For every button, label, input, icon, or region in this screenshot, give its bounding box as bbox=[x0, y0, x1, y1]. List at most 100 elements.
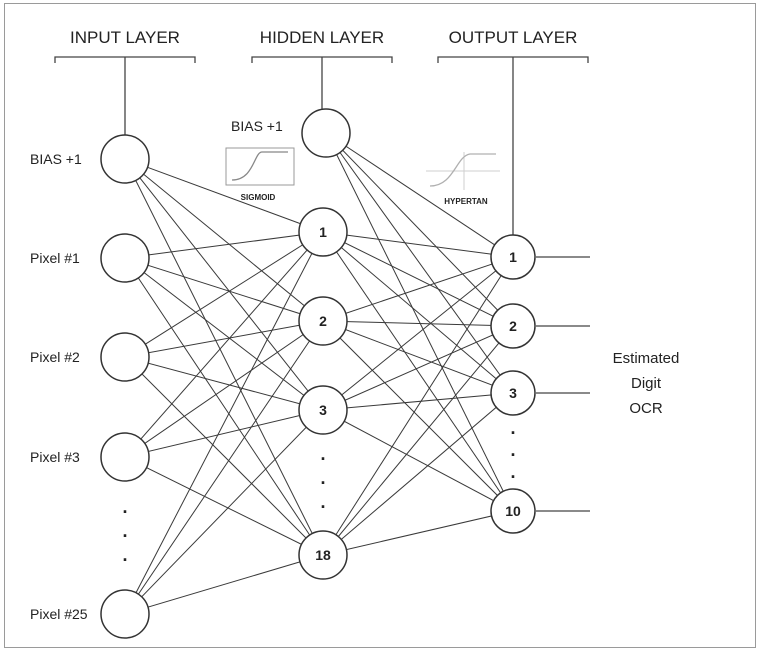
hidden-output-connection bbox=[322, 256, 514, 322]
sigmoid-label: SIGMOID bbox=[241, 193, 276, 202]
input-ellipsis-dot: . bbox=[122, 497, 127, 517]
input-hidden-connection bbox=[124, 231, 324, 259]
input-node-pixel-25 bbox=[100, 589, 150, 639]
input-label-bias: BIAS +1 bbox=[30, 151, 82, 167]
hidden-output-connection bbox=[322, 409, 514, 512]
hidden-layer-title: HIDDEN LAYER bbox=[260, 28, 384, 47]
input-hidden-connection bbox=[124, 409, 324, 458]
input-node-bias bbox=[100, 134, 150, 184]
output-layer: 1 2 3 10 . . . bbox=[490, 234, 536, 534]
input-hidden-connection bbox=[124, 257, 324, 556]
connection-lines bbox=[124, 132, 514, 615]
input-layer-header: INPUT LAYER bbox=[54, 28, 196, 135]
input-hidden-connection bbox=[124, 257, 324, 411]
output-description: Estimated Digit OCR bbox=[613, 350, 680, 417]
input-label-pixel-1: Pixel #1 bbox=[30, 250, 80, 266]
hidden-node-3 bbox=[298, 385, 348, 435]
input-layer-bracket bbox=[54, 56, 196, 135]
input-hidden-connection bbox=[124, 231, 324, 615]
output-label-line: Digit bbox=[631, 375, 662, 392]
input-hidden-connection bbox=[124, 257, 324, 322]
input-hidden-connection bbox=[124, 456, 324, 556]
input-node-pixel-2 bbox=[100, 332, 150, 382]
hidden-output-connection bbox=[322, 256, 514, 411]
input-hidden-connection bbox=[124, 554, 324, 615]
sigmoid-icon: SIGMOID bbox=[225, 147, 295, 202]
hidden-node-label: 18 bbox=[315, 547, 331, 563]
hidden-output-connection bbox=[322, 510, 514, 556]
diagram-frame bbox=[4, 3, 756, 648]
input-hidden-connection bbox=[124, 356, 324, 411]
hidden-output-connection bbox=[322, 320, 514, 512]
hidden-node-label: 1 bbox=[319, 224, 327, 240]
output-node-label: 10 bbox=[505, 503, 521, 519]
output-ellipsis-dot: . bbox=[510, 440, 515, 460]
input-hidden-connection bbox=[124, 158, 324, 556]
output-label-line: OCR bbox=[629, 400, 663, 417]
input-hidden-connection bbox=[124, 231, 324, 458]
input-node-pixel-3 bbox=[100, 432, 150, 482]
hidden-output-connection bbox=[322, 325, 514, 556]
bias-output-connection bbox=[325, 132, 514, 327]
hidden-output-connection bbox=[322, 231, 514, 258]
output-node-label: 3 bbox=[509, 385, 517, 401]
input-hidden-connection bbox=[124, 320, 324, 615]
output-node-1 bbox=[490, 234, 536, 280]
hidden-output-connection bbox=[322, 231, 514, 327]
input-hidden-connection bbox=[124, 231, 324, 358]
input-label-pixel-2: Pixel #2 bbox=[30, 349, 80, 365]
hidden-ellipsis-dot: . bbox=[320, 444, 325, 464]
output-node-3 bbox=[490, 370, 536, 416]
hidden-output-connection bbox=[322, 231, 514, 512]
input-hidden-connection bbox=[124, 320, 324, 358]
hidden-node-18 bbox=[298, 530, 348, 580]
output-layer-bracket bbox=[437, 56, 589, 238]
output-lines bbox=[536, 256, 590, 512]
hidden-ellipsis-dot: . bbox=[320, 468, 325, 488]
output-ellipsis-dot: . bbox=[510, 462, 515, 482]
hypertan-icon: HYPERTAN bbox=[426, 152, 500, 206]
input-ellipsis-dot: . bbox=[122, 545, 127, 565]
output-layer-title: OUTPUT LAYER bbox=[449, 28, 578, 47]
input-label-pixel-3: Pixel #3 bbox=[30, 449, 80, 465]
hidden-node-1 bbox=[298, 207, 348, 257]
output-layer-header: OUTPUT LAYER bbox=[437, 28, 589, 238]
hidden-layer: BIAS +1 1 2 3 18 . . . bbox=[231, 108, 351, 580]
input-hidden-connection bbox=[124, 356, 324, 556]
input-label-pixel-25: Pixel #25 bbox=[30, 606, 88, 622]
output-node-2 bbox=[490, 303, 536, 349]
hidden-output-connection bbox=[322, 325, 514, 411]
input-node-pixel-1 bbox=[100, 233, 150, 283]
hypertan-label: HYPERTAN bbox=[444, 197, 488, 206]
input-hidden-connection bbox=[124, 158, 324, 233]
hidden-output-connection bbox=[322, 392, 514, 411]
hidden-output-connection bbox=[322, 320, 514, 394]
input-hidden-connection bbox=[124, 158, 324, 322]
hidden-output-connection bbox=[322, 231, 514, 394]
hidden-output-connection bbox=[322, 320, 514, 327]
hidden-node-2 bbox=[298, 296, 348, 346]
bias-output-connection bbox=[325, 132, 514, 512]
bias-output-connection bbox=[325, 132, 514, 394]
input-ellipsis-dot: . bbox=[122, 521, 127, 541]
output-node-label: 1 bbox=[509, 249, 517, 265]
hidden-layer-bracket bbox=[251, 56, 393, 110]
input-hidden-connection bbox=[124, 320, 324, 458]
output-node-label: 2 bbox=[509, 318, 517, 334]
input-layer-title: INPUT LAYER bbox=[70, 28, 180, 47]
hidden-output-connection bbox=[322, 392, 514, 556]
hidden-node-label: 2 bbox=[319, 313, 327, 329]
hidden-node-bias bbox=[301, 108, 351, 158]
hidden-bias-label: BIAS +1 bbox=[231, 118, 283, 134]
output-ellipsis-dot: . bbox=[510, 418, 515, 438]
output-label-line: Estimated bbox=[613, 350, 680, 367]
input-layer: BIAS +1 Pixel #1 Pixel #2 Pixel #3 Pixel… bbox=[30, 134, 150, 639]
hidden-layer-header: HIDDEN LAYER bbox=[251, 28, 393, 110]
hidden-ellipsis-dot: . bbox=[320, 492, 325, 512]
input-hidden-connection bbox=[124, 158, 324, 411]
bias-output-connection bbox=[325, 132, 514, 258]
output-node-10 bbox=[490, 488, 536, 534]
hidden-node-label: 3 bbox=[319, 402, 327, 418]
hidden-output-connection bbox=[322, 256, 514, 556]
